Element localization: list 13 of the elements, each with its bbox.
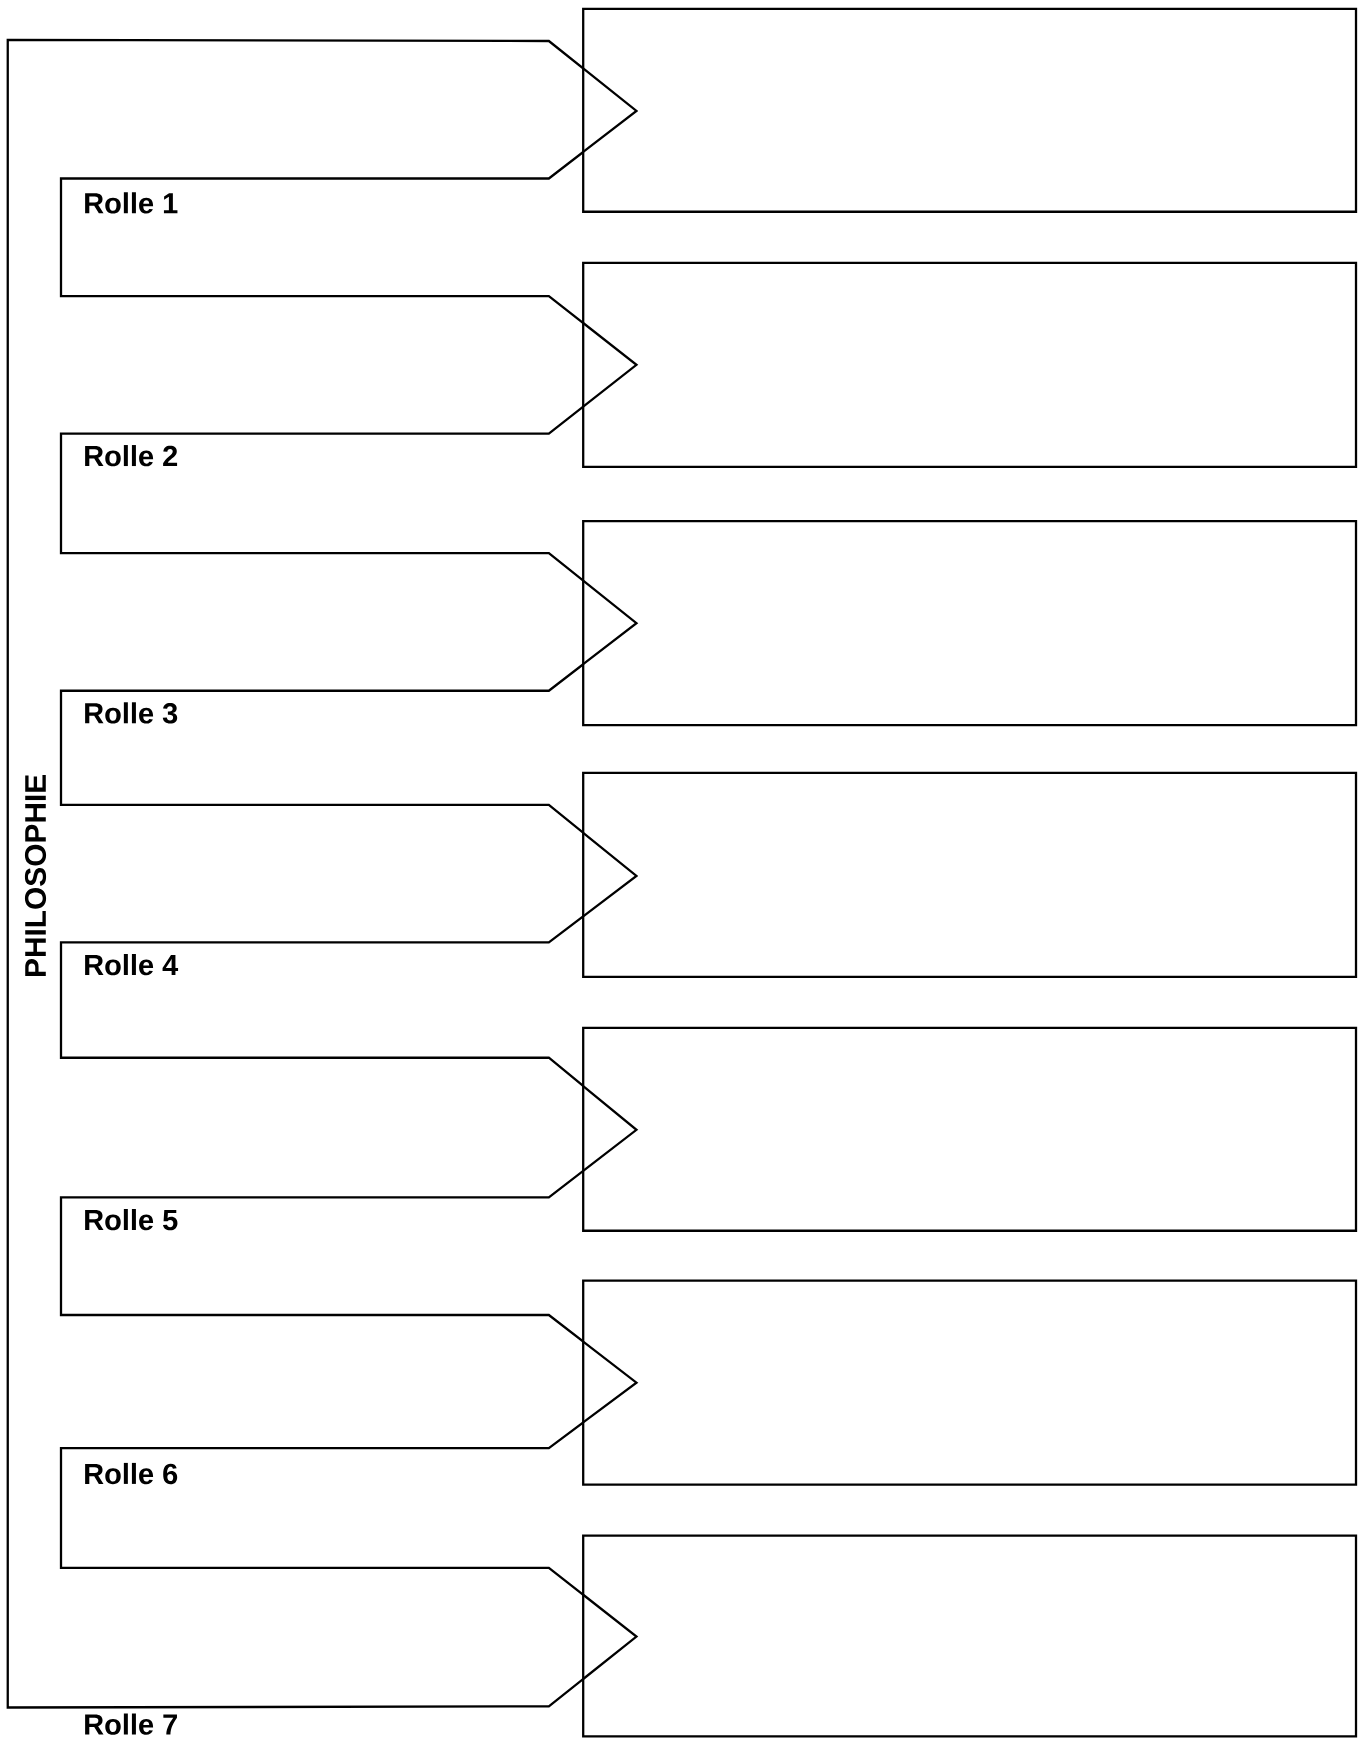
- role-label: Rolle 1: [85, 192, 178, 214]
- role-label: Rolle 3: [85, 702, 178, 724]
- answer-box: [582, 771, 1358, 978]
- role-label: Rolle 4: [85, 954, 179, 976]
- role-label: Rolle 6: [85, 1462, 178, 1485]
- answer-box: [582, 520, 1358, 727]
- answer-box: [582, 1026, 1358, 1232]
- role-label: Rolle 2: [85, 445, 178, 467]
- answer-box: [582, 1534, 1358, 1738]
- answer-box: [582, 1279, 1358, 1486]
- role-label: Rolle 5: [85, 1209, 178, 1231]
- answer-box: [582, 7, 1358, 213]
- answer-box: [582, 261, 1358, 468]
